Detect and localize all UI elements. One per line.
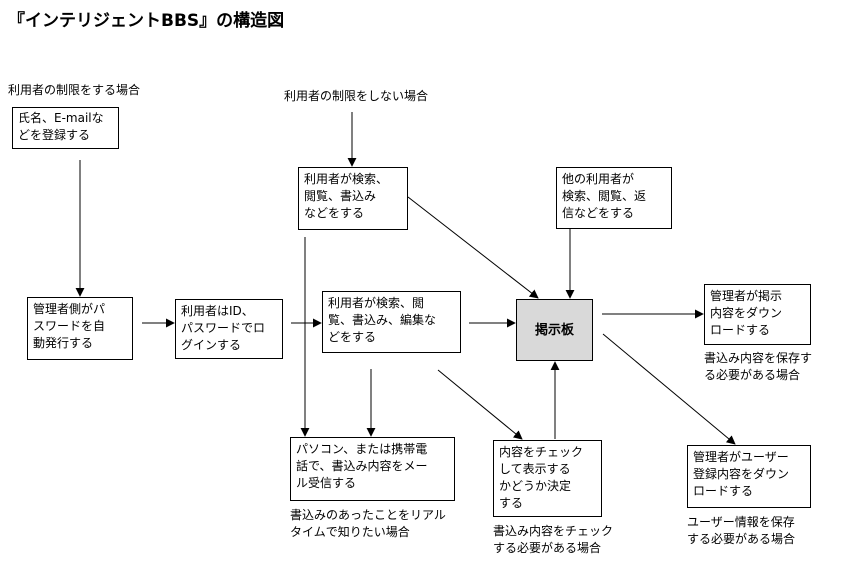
note-realtime-line-2: タイムで知りたい場合 [290, 525, 410, 539]
user-search-line-1: 利用者が検索、 [304, 172, 389, 186]
user-edit-line-2: 覧、書込み、編集な [328, 313, 437, 327]
other-users-line-3: 信などをする [562, 206, 635, 220]
admin-download-line-2: 内容をダウン [710, 306, 783, 320]
admin-issue-line-1: 管理者側がパ [33, 302, 106, 316]
arrow-board-to-admin-user-download [602, 333, 736, 445]
note-realtime-line-1: 書込みのあったことをリアル [290, 508, 446, 522]
login-line-1: 利用者はID、 [181, 304, 254, 318]
content-check-line-4: する [499, 496, 524, 510]
admin-user-download-box: 管理者がユーザー 登録内容をダウン ロードする [687, 445, 811, 508]
admin-download-line-1: 管理者が掲示 [710, 289, 783, 303]
user-search-line-3: などをする [304, 206, 365, 220]
content-check-box: 内容をチェック して表示する かどうか決定 する [493, 440, 602, 517]
note-check-needed-line-1: 書込み内容をチェック [493, 524, 614, 538]
label-unrestricted: 利用者の制限をしない場合 [284, 89, 429, 103]
admin-issue-line-2: スワードを自 [33, 319, 106, 333]
admin-download-line-3: ロードする [710, 323, 771, 337]
bulletin-board-box: 掲示板 [516, 299, 593, 361]
other-users-line-1: 他の利用者が [562, 172, 635, 186]
note-save-users-line-2: する必要がある場合 [687, 532, 796, 546]
register-line-1: 氏名、E-mailな [18, 111, 104, 125]
admin-issue-box: 管理者側がパ スワードを自 動発行する [27, 297, 133, 360]
mail-receive-line-2: 話で、書込み内容をメー [296, 459, 428, 473]
content-check-line-1: 内容をチェック [499, 445, 584, 459]
admin-user-download-line-3: ロードする [693, 484, 754, 498]
content-check-line-2: して表示する [499, 462, 571, 476]
admin-download-box: 管理者が掲示 内容をダウン ロードする [704, 284, 811, 345]
diagram-title: 『インテリジェントBBS』の構造図 [8, 11, 285, 31]
admin-user-download-line-1: 管理者がユーザー [693, 450, 789, 464]
login-line-2: パスワードでロ [181, 321, 266, 335]
user-edit-line-1: 利用者が検索、閲 [328, 296, 425, 310]
arrow-user-edit-to-check [437, 369, 523, 440]
note-save-users: ユーザー情報を保存 する必要がある場合 [687, 514, 795, 548]
other-users-line-2: 検索、閲覧、返 [562, 189, 647, 203]
note-save-users-line-1: ユーザー情報を保存 [687, 515, 795, 529]
admin-issue-line-3: 動発行する [33, 336, 94, 350]
mail-receive-line-1: パソコン、または携帯電 [296, 442, 428, 456]
user-search-line-2: 閲覧、書込み [304, 189, 377, 203]
label-restricted: 利用者の制限をする場合 [8, 83, 141, 97]
login-box: 利用者はID、 パスワードでロ グインする [175, 299, 283, 359]
note-save-posts: 書込み内容を保存す る必要がある場合 [704, 350, 812, 384]
note-realtime: 書込みのあったことをリアル タイムで知りたい場合 [290, 507, 446, 541]
other-users-box: 他の利用者が 検索、閲覧、返 信などをする [556, 167, 672, 229]
content-check-line-3: かどうか決定 [499, 479, 572, 493]
bulletin-board-label: 掲示板 [534, 322, 574, 338]
mail-receive-box: パソコン、または携帯電 話で、書込み内容をメー ル受信する [290, 437, 455, 501]
note-check-needed: 書込み内容をチェック する必要がある場合 [493, 523, 613, 557]
user-edit-line-3: どをする [328, 330, 377, 344]
user-search-box: 利用者が検索、 閲覧、書込み などをする [298, 167, 408, 230]
arrow-user-search-to-board [407, 196, 539, 299]
admin-user-download-line-2: 登録内容をダウン [693, 467, 790, 481]
note-check-needed-line-2: する必要がある場合 [493, 541, 602, 555]
register-box: 氏名、E-mailな どを登録する [12, 107, 119, 149]
mail-receive-line-3: ル受信する [296, 476, 357, 490]
user-edit-box: 利用者が検索、閲 覧、書込み、編集な どをする [322, 291, 461, 353]
note-save-posts-line-1: 書込み内容を保存す [704, 351, 813, 365]
note-save-posts-line-2: る必要がある場合 [704, 368, 801, 382]
login-line-3: グインする [181, 338, 242, 352]
register-line-2: どを登録する [18, 128, 91, 142]
